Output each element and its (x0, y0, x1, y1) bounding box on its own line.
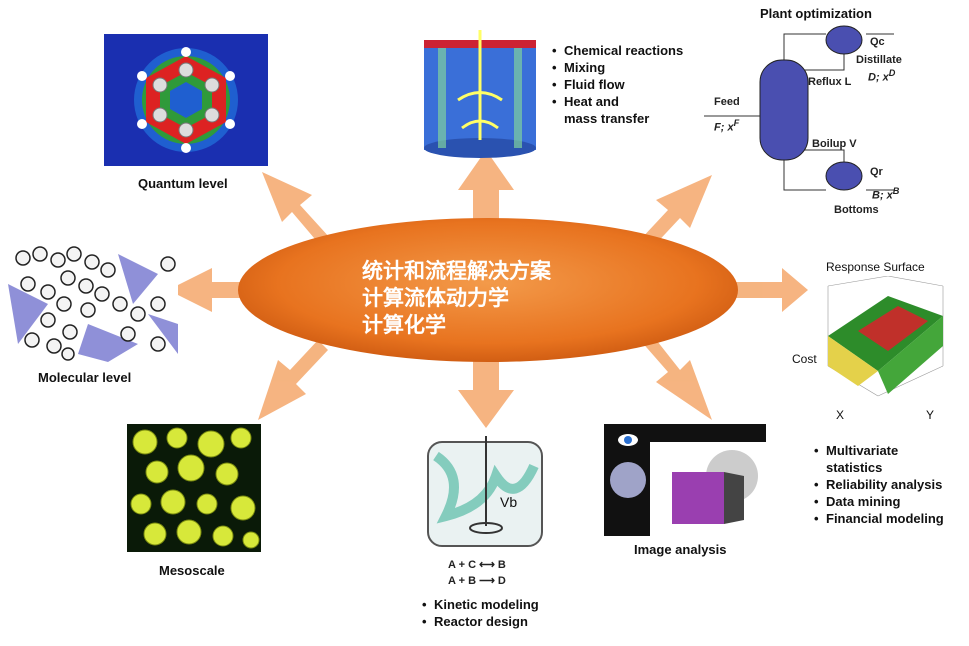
arrow-quantum (262, 172, 330, 245)
molecular-caption: Molecular level (38, 370, 132, 385)
arrow-molecular (168, 268, 262, 312)
plant-f-xf: F; xF (714, 118, 740, 134)
response-bullet-4: Financial modeling (814, 510, 944, 527)
kinetic-vb: Vb (500, 494, 518, 510)
molecular-image (8, 244, 178, 362)
response-cost: Cost (792, 352, 817, 366)
response-y: Y (926, 408, 935, 422)
response-x: X (836, 408, 845, 422)
kinetic-list: Kinetic modeling Reactor design (422, 596, 539, 630)
arrow-plant (640, 175, 712, 248)
reactor-bullet-2: Mixing (552, 59, 683, 76)
plant-reflux: Reflux L (808, 76, 852, 88)
arrow-response (730, 268, 808, 312)
kinetic-eq1: A + C ⟷ B (448, 559, 506, 571)
center-line-3: 计算化学 (362, 313, 446, 337)
response-bullet-3: Data mining (814, 493, 944, 510)
arrow-reactor-top (458, 150, 514, 232)
response-bullet-2: Reliability analysis (814, 476, 944, 493)
mesoscale-caption: Mesoscale (159, 563, 225, 578)
center-text: 统计和流程解决方案 计算流体动力学 计算化学 (362, 258, 551, 339)
plant-distillate: Distillate (856, 54, 902, 66)
response-title: Response Surface (826, 260, 925, 274)
mesoscale-image (127, 424, 261, 552)
plant-qc: Qc (870, 36, 885, 48)
arrow-mesoscale (258, 340, 328, 420)
image-analysis-graphic (604, 424, 766, 536)
center-ellipse (238, 218, 738, 362)
reactor-bullet-3: Fluid flow (552, 76, 683, 93)
reactor-bullet-4: Heat and mass transfer (552, 93, 683, 127)
quantum-caption: Quantum level (138, 176, 228, 191)
benzene-image (104, 34, 268, 166)
distillation-diagram (704, 25, 894, 191)
response-bullet-1: Multivariate statistics (814, 442, 944, 476)
kinetic-eq2: A + B ⟶ D (448, 575, 506, 587)
reactor-cfd-image (424, 30, 536, 158)
plant-b-xb: B; xB (872, 186, 900, 202)
plant-bottoms: Bottoms (834, 204, 879, 216)
reactor-bullet-1: Chemical reactions (552, 42, 683, 59)
image-analysis-caption: Image analysis (634, 542, 727, 557)
center-line-1: 统计和流程解决方案 (362, 259, 551, 283)
reactor-top-list: Chemical reactions Mixing Fluid flow Hea… (552, 42, 683, 127)
plant-title: Plant optimization (760, 6, 872, 21)
kinetic-bullet-1: Kinetic modeling (422, 596, 539, 613)
response-surface-plot (827, 276, 944, 397)
plant-boilup: Boilup V (812, 138, 857, 150)
plant-qr: Qr (870, 166, 883, 178)
kinetic-reactor-image (427, 436, 543, 547)
plant-feed: Feed (714, 96, 740, 108)
arrow-image (640, 332, 712, 420)
kinetic-bullet-2: Reactor design (422, 613, 539, 630)
plant-d-xd: D; xD (868, 68, 896, 84)
arrow-kinetic (458, 355, 514, 428)
response-list: Multivariate statistics Reliability anal… (814, 442, 944, 527)
center-line-2: 计算流体动力学 (362, 286, 509, 310)
